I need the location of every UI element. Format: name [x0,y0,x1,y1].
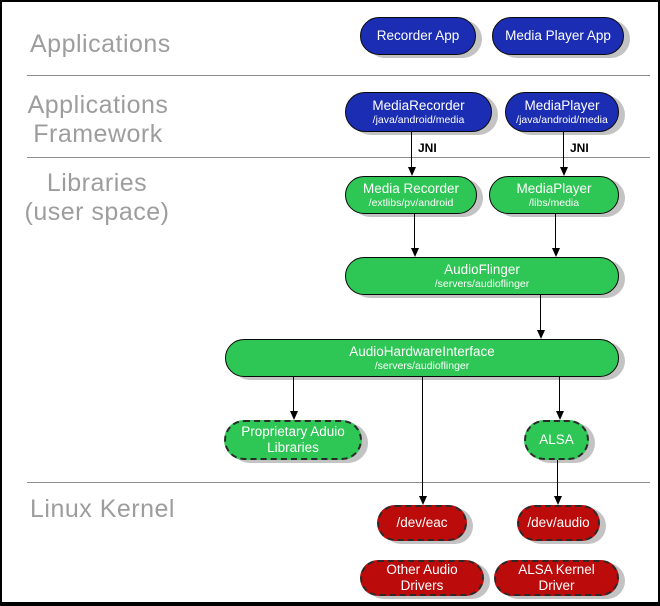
layer-label-applications: Applications [30,30,171,58]
node-title: Media Recorder [362,180,460,196]
node-subtitle: /libs/media [528,196,580,209]
arrowhead-icon [553,496,562,505]
arrowhead-icon [418,496,427,505]
node-mediaplayer-library: MediaPlayer/libs/media [489,176,619,214]
node-title: AudioHardwareInterface [349,343,495,359]
node-other-audio-drivers: Other Audio Drivers [360,560,484,596]
arrowhead-icon [551,248,560,257]
node-title: ALSA [539,432,574,448]
edge-ahi-to-alsa [559,377,560,412]
node-title: Proprietary Aduio Libraries [241,424,345,455]
node-subtitle: /java/android/media [516,113,608,126]
node-recorder-app: Recorder App [360,17,476,55]
arrowhead-icon [289,411,298,420]
node-title: Other Audio Drivers [386,562,458,593]
edge-audioflinger-to-ahi [540,295,541,331]
node-media-recorder-library: Media Recorder/extlibs/pv/android [345,176,477,214]
node-title: Media Player App [505,28,611,44]
node-alsa-kernel-driver: ALSA Kernel Driver [494,560,619,596]
node-dev-audio: /dev/audio [517,505,600,541]
arrowhead-icon [407,167,416,176]
node-title: AudioFlinger [444,261,520,277]
edge-ahi-to-proprietary [293,377,294,412]
node-proprietary-audio-libraries: Proprietary Aduio Libraries [224,420,362,460]
node-audiohardwareinterface: AudioHardwareInterface/servers/audioflin… [225,339,619,377]
node-title: Recorder App [376,28,460,44]
node-alsa: ALSA [524,420,589,460]
layer-separator-line [27,75,650,76]
edge-label-mediarecorder-jni: JNI [418,141,437,155]
arrowhead-icon [410,248,419,257]
node-mediarecorder-framework: MediaRecorder/java/android/media [345,92,492,132]
node-subtitle: /extlibs/pv/android [368,196,454,209]
node-dev-eac: /dev/eac [377,505,467,541]
arrowhead-icon [559,167,568,176]
node-subtitle: /servers/audioflinger [374,359,470,372]
node-title: /dev/eac [396,515,448,531]
arrowhead-icon [536,330,545,339]
node-subtitle: /java/android/media [372,113,465,126]
layer-label-libraries-user-space: Libraries (user space) [24,169,170,226]
edge-mediaplayer-jni [563,132,564,168]
edge-mediarecorder-jni [411,132,412,168]
edge-mediarecorder-to-audioflinger [414,214,415,249]
node-audioflinger: AudioFlinger/servers/audioflinger [345,257,619,295]
layer-separator-line [27,482,650,483]
node-title: /dev/audio [527,515,590,531]
edge-ahi-to-dev-eac [422,377,423,497]
node-title: MediaPlayer [516,180,592,196]
node-media-player-app: Media Player App [492,17,624,55]
node-title: ALSA Kernel Driver [518,562,595,593]
layer-label-applications-framework: Applications Framework [27,91,169,148]
edge-alsa-to-dev-audio [557,460,558,497]
node-title: MediaRecorder [372,97,465,113]
edge-mediaplayer-to-audioflinger [555,214,556,249]
layer-separator-line [27,157,650,158]
node-mediaplayer-framework: MediaPlayer/java/android/media [505,92,619,132]
arrowhead-icon [555,411,564,420]
edge-label-mediaplayer-jni: JNI [570,141,589,155]
node-subtitle: /servers/audioflinger [434,277,530,290]
layer-label-linux-kernel: Linux Kernel [30,495,175,523]
node-title: MediaPlayer [524,97,600,113]
